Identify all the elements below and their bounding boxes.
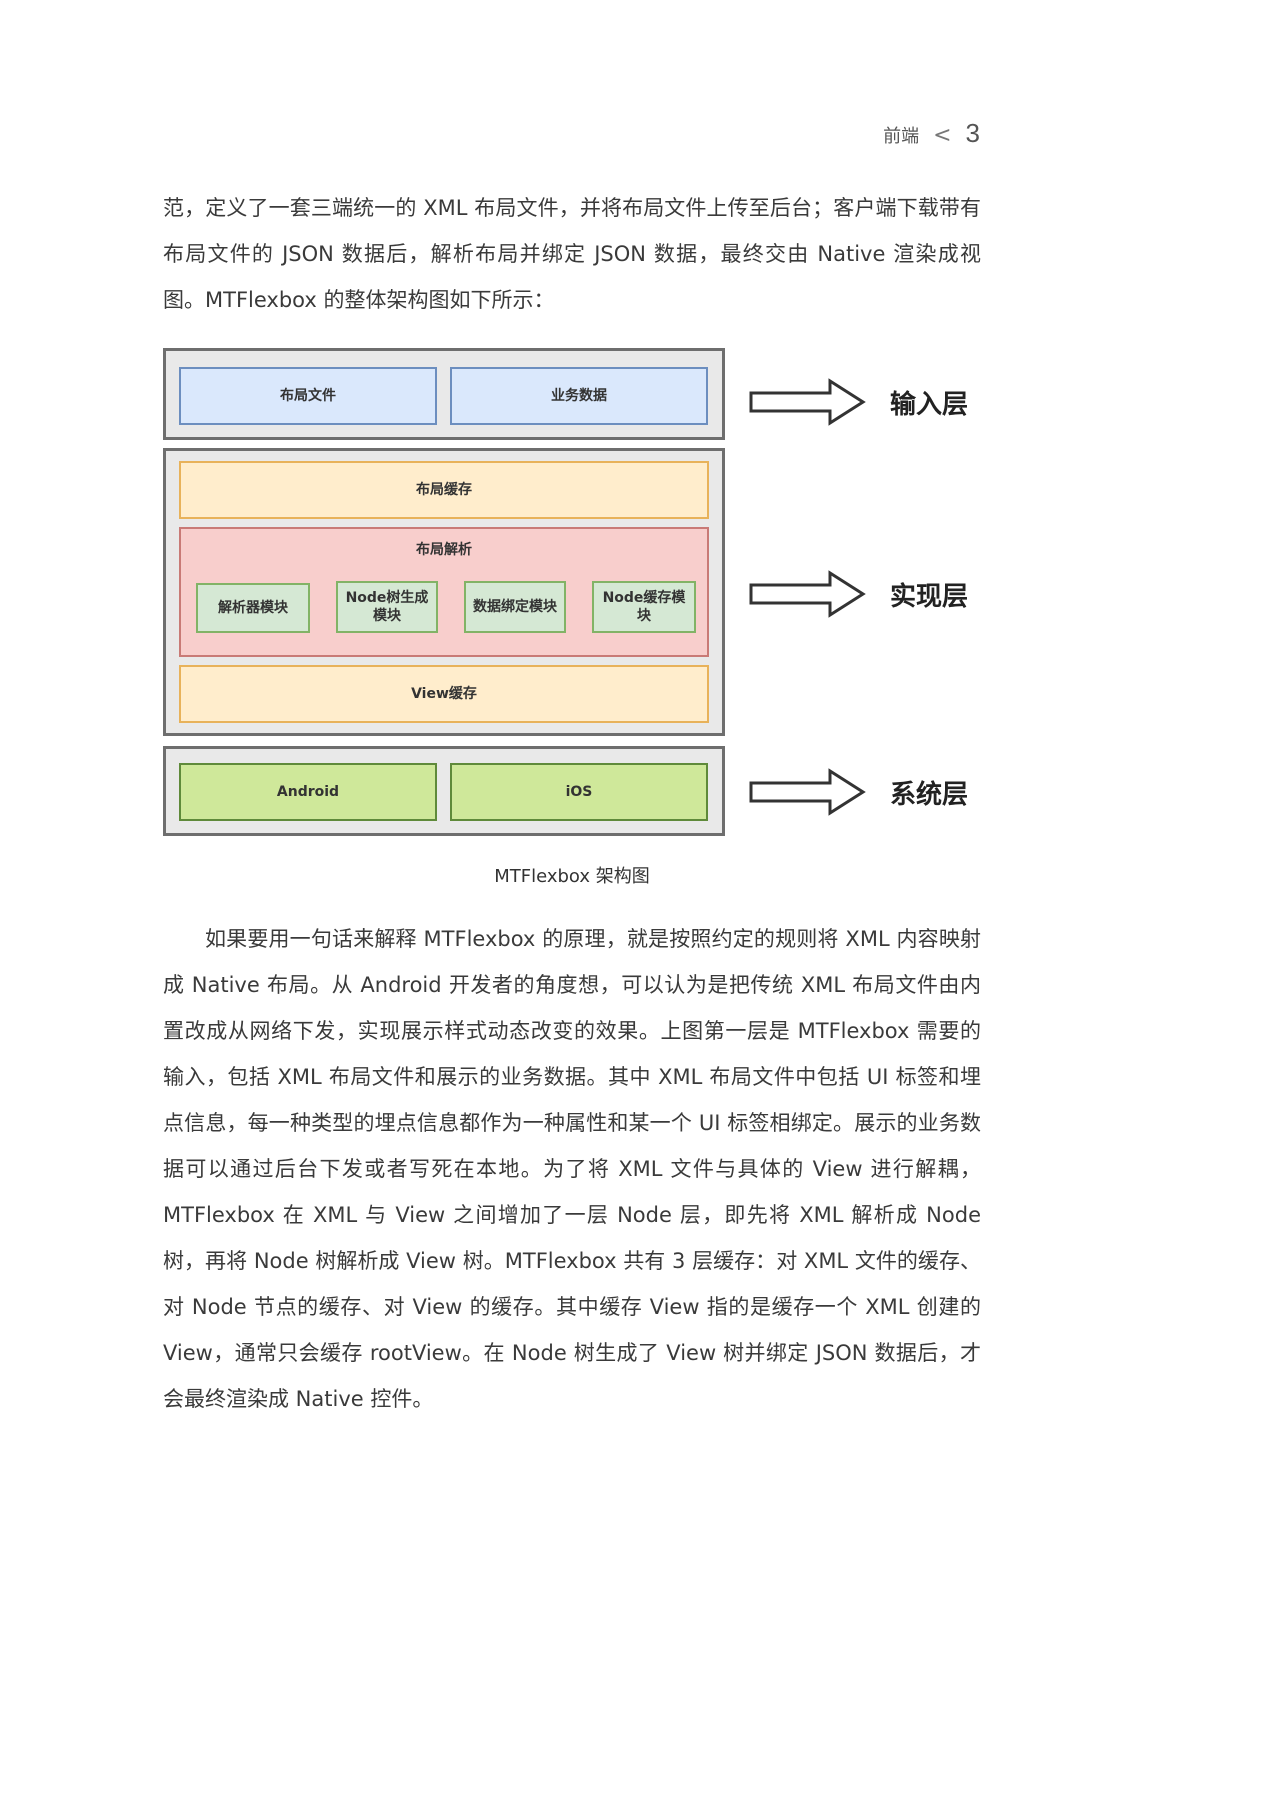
page-header: 前端 < 3: [820, 118, 980, 149]
diagram-box-node-tree-module: Node树生成模块: [336, 581, 438, 633]
arrow-right-icon: [749, 768, 866, 816]
system-layer-frame: Android iOS: [163, 746, 725, 836]
input-layer-frame: 布局文件 业务数据: [163, 348, 725, 440]
layer-label-implementation: 实现层: [890, 582, 969, 612]
body-paragraph-intro: 范，定义了一套三端统一的 XML 布局文件，并将布局文件上传至后台；客户端下载带…: [163, 196, 981, 312]
diagram-box-ios: iOS: [450, 763, 708, 821]
layer-label-system: 系统层: [890, 780, 969, 810]
diagram-box-layout-file: 布局文件: [179, 367, 437, 425]
diagram-box-parser-module: 解析器模块: [196, 583, 310, 633]
diagram-box-business-data: 业务数据: [450, 367, 708, 425]
figure-caption: MTFlexbox 架构图: [494, 866, 650, 887]
architecture-diagram: 布局文件 业务数据 布局缓存 布局解析 解析器模块 Node树生成模块 数据绑定…: [163, 348, 981, 840]
diagram-box-view-cache: View缓存: [179, 665, 709, 723]
implementation-layer-frame: 布局缓存 布局解析 解析器模块 Node树生成模块 数据绑定模块 Node缓存模…: [163, 448, 725, 736]
header-section-title: 前端: [883, 126, 920, 147]
diagram-box-layout-parsing: 布局解析 解析器模块 Node树生成模块 数据绑定模块 Node缓存模块: [179, 527, 709, 657]
layer-label-input: 输入层: [890, 390, 969, 420]
arrow-right-icon: [749, 570, 866, 618]
diagram-box-data-binding-module: 数据绑定模块: [464, 581, 566, 633]
diagram-box-node-cache-module: Node缓存模块: [592, 581, 696, 633]
page-number: 3: [965, 118, 980, 148]
diagram-box-layout-cache: 布局缓存: [179, 461, 709, 519]
layout-parsing-title: 布局解析: [416, 542, 472, 558]
body-paragraph-explanation: 如果要用一句话来解释 MTFlexbox 的原理，就是按照约定的规则将 XML …: [163, 927, 981, 1411]
arrow-right-icon: [749, 378, 866, 426]
header-separator: <: [933, 123, 952, 148]
diagram-box-android: Android: [179, 763, 437, 821]
